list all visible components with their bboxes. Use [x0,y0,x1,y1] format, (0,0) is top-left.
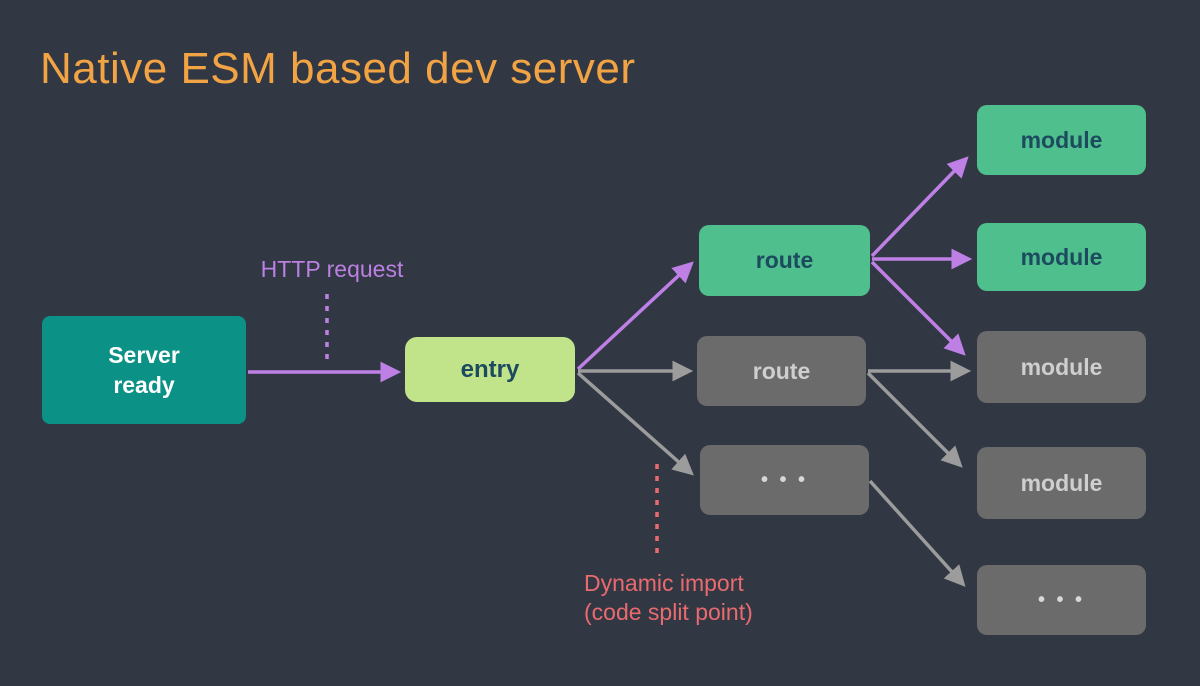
server-ready-label: Server ready [108,342,180,398]
module-node-2: module [977,223,1146,291]
module-node-4: module [977,447,1146,519]
arrow-entry-to-route3 [576,371,694,476]
ellipsis-label: • • • [1037,588,1086,611]
route-node-more: • • • [700,445,869,515]
route-label: route [752,357,811,384]
arrow-route3-to-module5 [868,479,966,587]
dynamic-import-line2: (code split point) [584,599,753,625]
dynamic-import-label: Dynamic import (code split point) [584,569,753,627]
http-request-label: HTTP request [260,256,404,282]
server-ready-node: Server ready [42,316,246,424]
dynamic-import-line1: Dynamic import [584,570,744,596]
route-node-2: route [697,336,866,406]
page-title: Native ESM based dev server [40,44,636,93]
route-node-1: route [699,225,870,296]
module-node-more: • • • [977,565,1146,635]
module-label: module [1020,353,1103,380]
arrow-route1-to-module3 [870,260,966,356]
module-node-3: module [977,331,1146,403]
entry-label: entry [460,355,520,383]
module-label: module [1020,243,1103,270]
arrow-route2-to-module4 [866,371,963,468]
route-label: route [755,247,814,273]
arrow-route1-to-module1 [870,156,969,258]
ellipsis-label: • • • [760,468,809,491]
module-node-1: module [977,105,1146,175]
module-label: module [1020,469,1103,496]
arrow-entry-to-route1 [576,261,694,371]
entry-node: entry [405,337,575,402]
module-label: module [1020,126,1103,153]
